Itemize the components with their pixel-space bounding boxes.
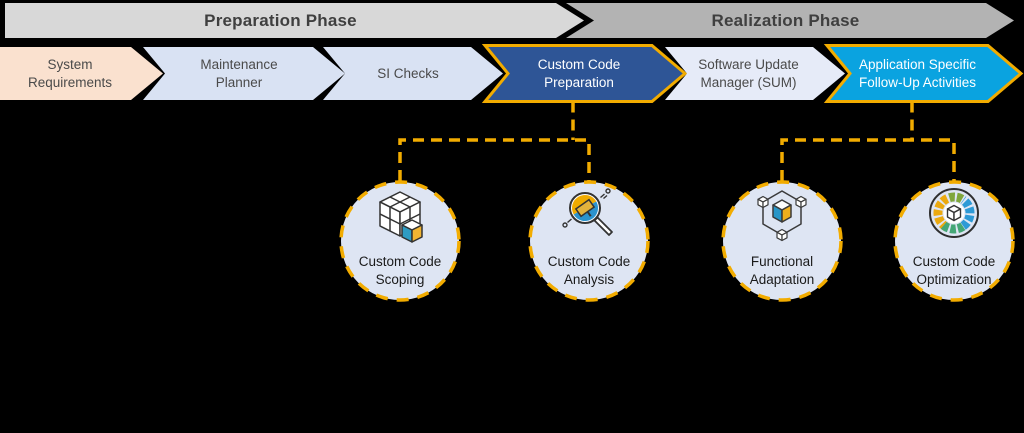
activity-label-functional-adaptation: Functional Adaptation [749, 254, 815, 287]
step-label-system-requirements: System Requirements [27, 57, 113, 90]
step-label-custom-code-preparation: Custom Code Preparation [537, 57, 621, 90]
phase-band-preparation [5, 3, 584, 38]
activity-label-custom-code-scoping: Custom Code Scoping [358, 254, 442, 287]
step-label-si-checks: SI Checks [377, 65, 439, 81]
activity-circle-custom-code-optimization [893, 180, 1015, 302]
phase-band-realization [566, 3, 1014, 38]
segmented-ring-cube-icon [929, 188, 979, 238]
step-chevron-software-update-manager [665, 47, 845, 100]
step-chevron-si-checks [323, 47, 503, 100]
activity-label-custom-code-analysis: Custom Code Analysis [547, 254, 631, 287]
step-chevron-custom-code-preparation [481, 44, 688, 103]
activity-circle-custom-code-scoping [339, 180, 461, 302]
magnifier-analysis-icon [562, 188, 613, 236]
phase-title-preparation: Preparation Phase [204, 10, 357, 30]
connector-right-branch [780, 138, 956, 181]
connector-left-group [398, 101, 591, 181]
activity-label-custom-code-optimization: Custom Code Optimization [912, 254, 996, 287]
activity-circle-custom-code-analysis [528, 180, 650, 302]
connector-left-branch [398, 138, 591, 181]
hexagon-cube-network-icon [757, 190, 807, 242]
cubes-stack-icon [379, 191, 423, 243]
activity-circles [339, 180, 1015, 302]
step-chevron-maintenance-planner [143, 47, 345, 100]
step-label-software-update-manager: Software Update Manager (SUM) [698, 57, 799, 90]
step-label-maintenance-planner: Maintenance Planner [200, 57, 278, 90]
step-chevron-system-requirements [0, 47, 163, 100]
connector-right-group [780, 101, 956, 181]
step-label-follow-up-activities: Application Specific Follow-Up Activitie… [858, 57, 977, 90]
step-chevron-follow-up-activities [823, 44, 1024, 103]
phase-title-realization: Realization Phase [711, 10, 860, 30]
